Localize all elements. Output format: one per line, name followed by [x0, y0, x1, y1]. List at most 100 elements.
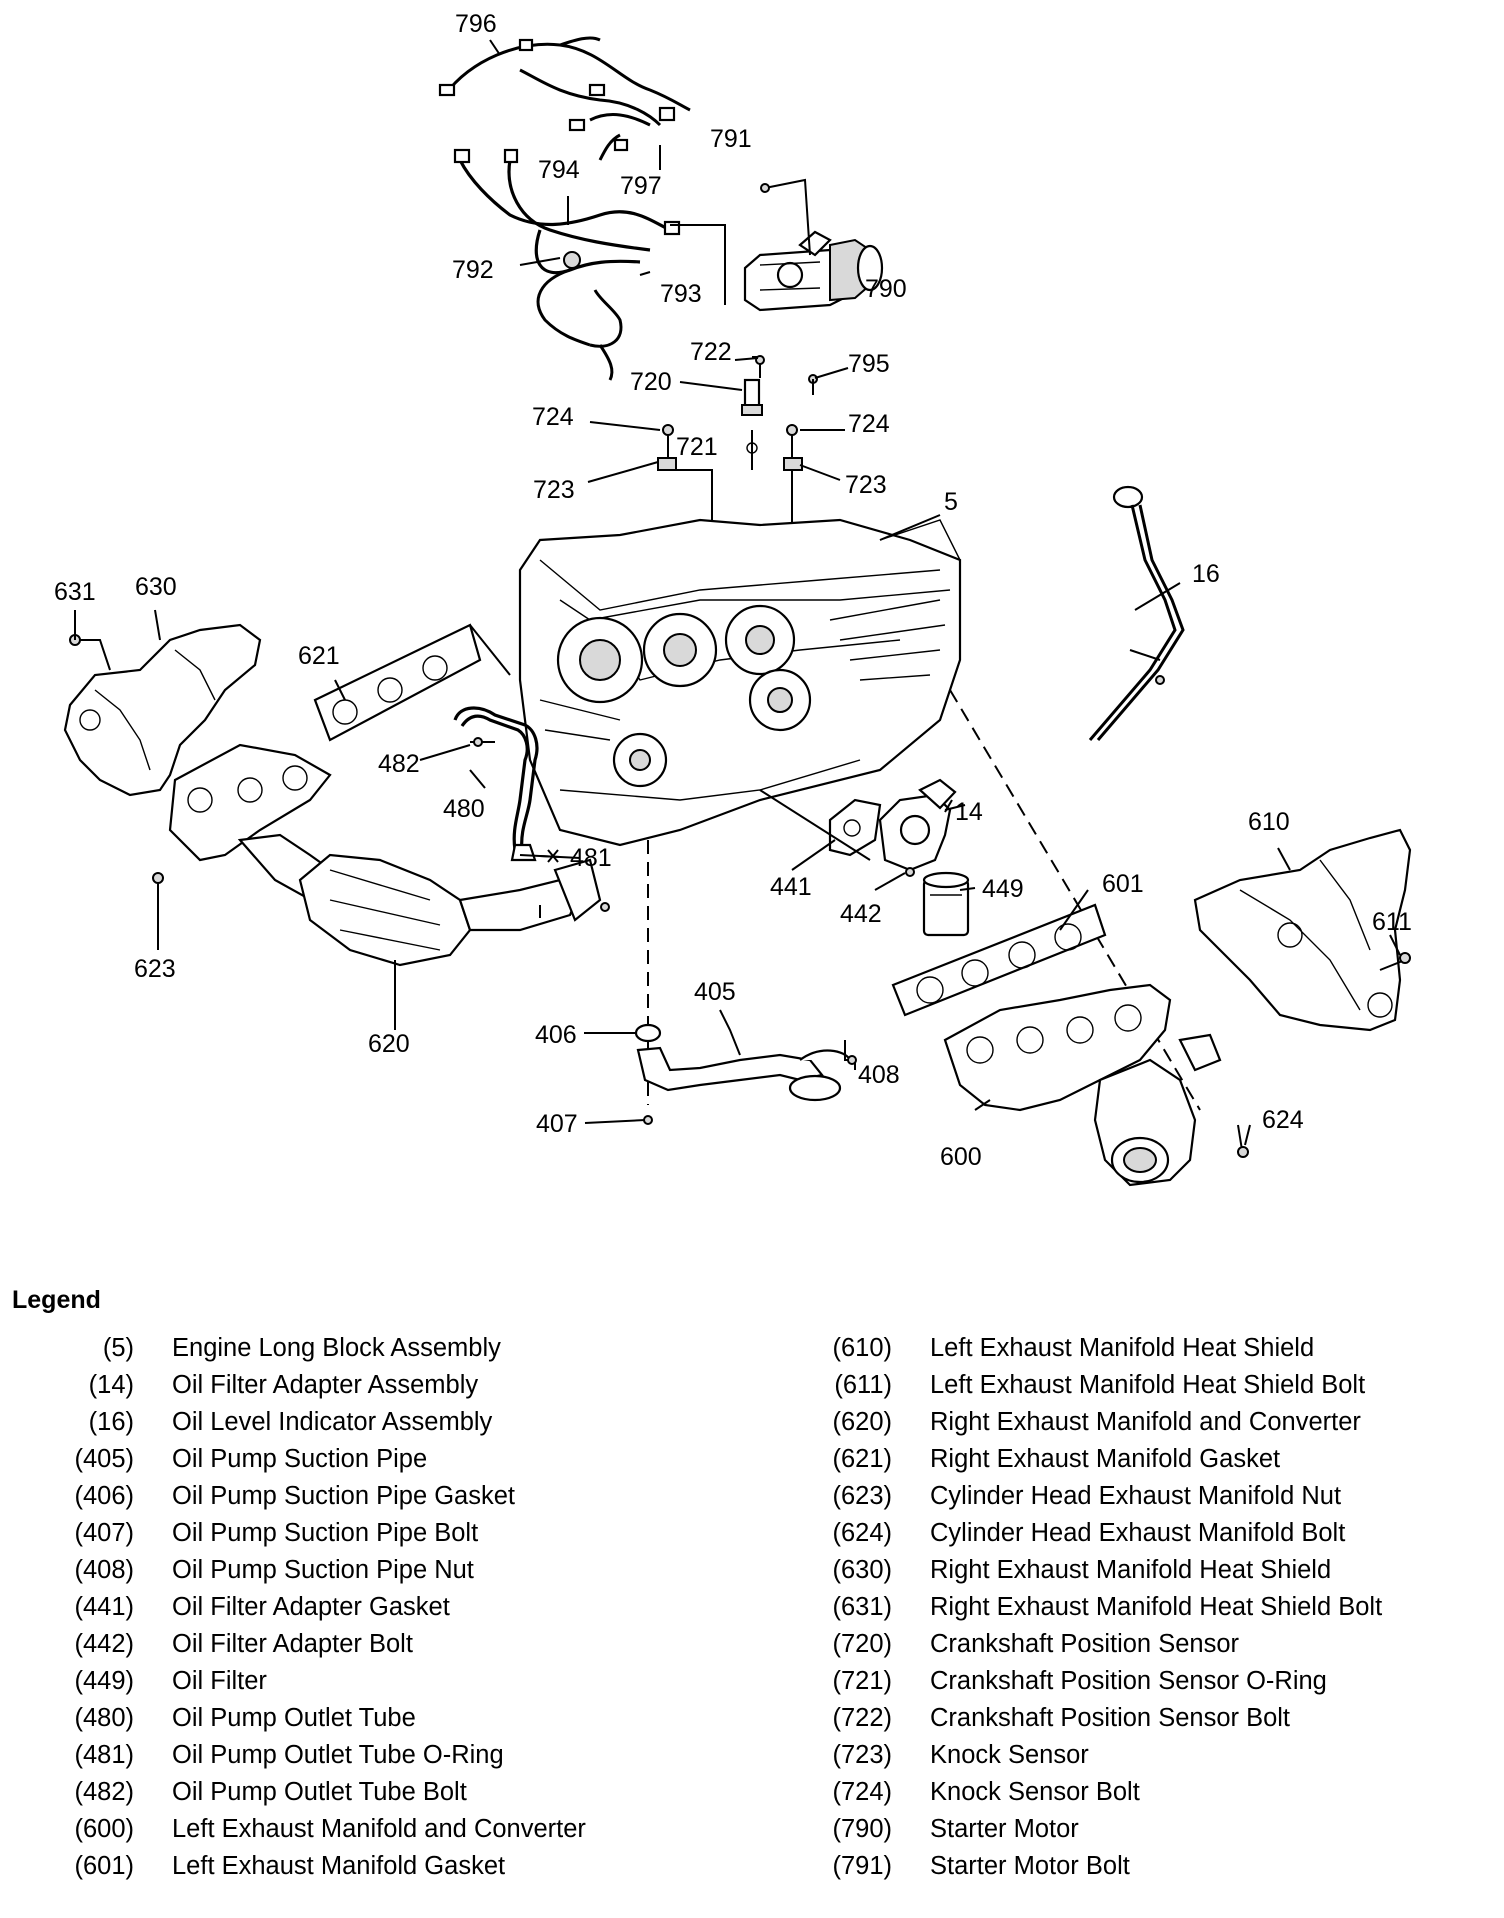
- legend-item: (405) Oil Pump Suction Pipe: [40, 1441, 586, 1478]
- callout-724-left: 724: [532, 403, 574, 431]
- callout-620: 620: [368, 1030, 410, 1058]
- legend-item: (631)Right Exhaust Manifold Heat Shield …: [800, 1589, 1382, 1626]
- oil-filter-adapter: [878, 778, 966, 872]
- left-exhaust-manifold-converter: [943, 983, 1249, 1187]
- callout-793: 793: [660, 280, 702, 308]
- legend-label: Oil Level Indicator Assembly: [172, 1408, 493, 1436]
- legend-number: (407): [74, 1519, 134, 1547]
- assembly-line-left-manifold: [949, 689, 1201, 1111]
- legend-number: (481): [74, 1741, 134, 1769]
- callout-796: 796: [455, 10, 497, 38]
- left-exhaust-heat-shield: [1193, 828, 1412, 1032]
- legend-label: Right Exhaust Manifold Heat Shield Bolt: [930, 1593, 1383, 1621]
- oil-pump-suction-pipe: [634, 1023, 857, 1125]
- legend-label: Cylinder Head Exhaust Manifold Nut: [930, 1482, 1342, 1510]
- callout-408: 408: [858, 1061, 900, 1089]
- callout-623: 623: [134, 955, 176, 983]
- legend-label: Oil Filter Adapter Gasket: [172, 1593, 450, 1621]
- legend-item: (449) Oil Filter: [40, 1663, 586, 1700]
- legend-label: Left Exhaust Manifold Gasket: [172, 1852, 506, 1880]
- callout-480: 480: [443, 795, 485, 823]
- oil-filter-adapter-bolt: [905, 867, 915, 877]
- legend-number: (406): [74, 1482, 134, 1510]
- legend-number: (724): [832, 1778, 892, 1806]
- legend-number: (721): [832, 1667, 892, 1695]
- legend-label: Oil Filter Adapter Assembly: [172, 1371, 479, 1399]
- legend-number: (405): [74, 1445, 134, 1473]
- legend-label: Oil Pump Suction Pipe Bolt: [172, 1519, 479, 1547]
- legend-label: Left Exhaust Manifold Heat Shield: [930, 1334, 1315, 1362]
- legend-label: Oil Filter: [172, 1667, 267, 1695]
- legend-item: (14) Oil Filter Adapter Assembly: [40, 1367, 586, 1404]
- left-exhaust-manifold-gasket: [891, 903, 1107, 1017]
- legend-label: Right Exhaust Manifold and Converter: [930, 1408, 1361, 1436]
- callout-16: 16: [1192, 560, 1220, 588]
- wiring-harness-lower: [453, 148, 681, 381]
- legend-item: (601)Left Exhaust Manifold Gasket: [40, 1848, 586, 1885]
- callout-790: 790: [865, 275, 907, 303]
- callout-610: 610: [1248, 808, 1290, 836]
- legend-item: (441) Oil Filter Adapter Gasket: [40, 1589, 586, 1626]
- oil-filter-adapter-gasket: [828, 798, 882, 857]
- legend-number: (791): [832, 1852, 892, 1880]
- legend-column-right: (610)Left Exhaust Manifold Heat Shield (…: [800, 1330, 1382, 1885]
- legend-label: Left Exhaust Manifold Heat Shield Bolt: [930, 1371, 1366, 1399]
- oil-level-indicator: [1088, 485, 1185, 741]
- exploded-engine-diagram: 796 791 794 797 792 793 790 722 720 795 …: [54, 10, 1412, 1187]
- callout-14: 14: [955, 798, 983, 826]
- legend-number: (480): [74, 1704, 134, 1732]
- legend-label: Cylinder Head Exhaust Manifold Bolt: [930, 1519, 1346, 1547]
- legend-item: (620)Right Exhaust Manifold and Converte…: [800, 1404, 1382, 1441]
- callout-601: 601: [1102, 870, 1144, 898]
- legend-label: Knock Sensor: [930, 1741, 1089, 1769]
- legend-number: (442): [74, 1630, 134, 1658]
- callout-600: 600: [940, 1143, 982, 1171]
- legend-item: (621)Right Exhaust Manifold Gasket: [800, 1441, 1382, 1478]
- callout-449: 449: [982, 875, 1024, 903]
- leader-441-line: [759, 789, 871, 861]
- legend-label: Left Exhaust Manifold and Converter: [172, 1815, 586, 1843]
- legend-label: Oil Pump Suction Pipe: [172, 1445, 428, 1473]
- legend-number: (14): [88, 1371, 134, 1399]
- legend-number: (722): [832, 1704, 892, 1732]
- legend-item: (480)Oil Pump Outlet Tube: [40, 1700, 586, 1737]
- legend-number: (623): [832, 1482, 892, 1510]
- legend-label: Crankshaft Position Sensor Bolt: [930, 1704, 1291, 1732]
- oil-filter: [922, 871, 970, 937]
- legend-label: Oil Pump Outlet Tube Bolt: [172, 1778, 467, 1806]
- callout-723-left: 723: [533, 476, 575, 504]
- legend-item: (407) Oil Pump Suction Pipe Bolt: [40, 1515, 586, 1552]
- callout-407: 407: [536, 1110, 578, 1138]
- legend-number: (720): [832, 1630, 892, 1658]
- callout-482: 482: [378, 750, 420, 778]
- legend-label: Engine Long Block Assembly: [172, 1334, 501, 1362]
- callout-795: 795: [848, 350, 890, 378]
- callout-624: 624: [1262, 1106, 1304, 1134]
- legend-item: (16)Oil Level Indicator Assembly: [40, 1404, 586, 1441]
- legend-item: (724) Knock Sensor Bolt: [800, 1774, 1382, 1811]
- callout-721: 721: [676, 433, 718, 461]
- legend-item: (720)Crankshaft Position Sensor: [800, 1626, 1382, 1663]
- legend-item: (5)Engine Long Block Assembly: [40, 1330, 586, 1367]
- callout-621: 621: [298, 642, 340, 670]
- legend-number: (449): [74, 1667, 134, 1695]
- callout-722: 722: [690, 338, 732, 366]
- legend-item: (610)Left Exhaust Manifold Heat Shield: [800, 1330, 1382, 1367]
- legend-label: Oil Filter Adapter Bolt: [172, 1630, 413, 1658]
- legend-label: Crankshaft Position Sensor O-Ring: [930, 1667, 1327, 1695]
- callout-631: 631: [54, 578, 96, 606]
- right-exhaust-manifold-converter: [168, 743, 610, 967]
- legend-item: (482)Oil Pump Outlet Tube Bolt: [40, 1774, 586, 1811]
- callout-724-right: 724: [848, 410, 890, 438]
- legend-label: Right Exhaust Manifold Gasket: [930, 1445, 1281, 1473]
- callout-630: 630: [135, 573, 177, 601]
- right-exhaust-manifold-gasket: [313, 623, 511, 742]
- callout-5: 5: [944, 488, 958, 516]
- callout-481: 481: [570, 844, 612, 872]
- legend-label: Oil Pump Outlet Tube O-Ring: [172, 1741, 504, 1769]
- callout-791: 791: [710, 125, 752, 153]
- legend-number: (441): [74, 1593, 134, 1621]
- legend-number: (600): [74, 1815, 134, 1843]
- callout-405: 405: [694, 978, 736, 1006]
- legend-label: Knock Sensor Bolt: [930, 1778, 1140, 1806]
